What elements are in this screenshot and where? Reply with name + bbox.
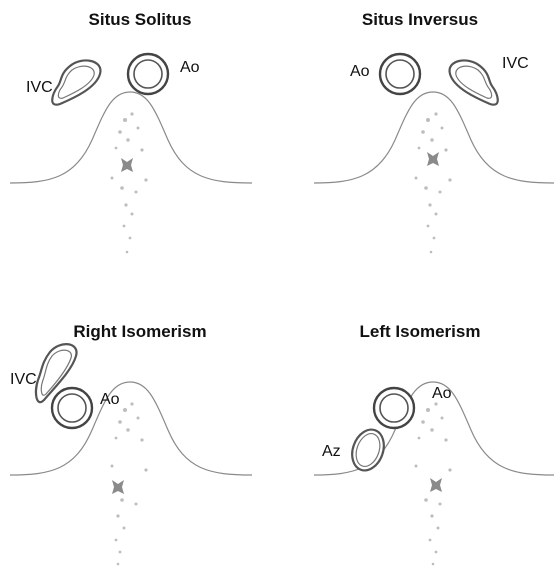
ivc-label: IVC <box>10 372 37 388</box>
ivc-label: IVC <box>26 80 53 96</box>
ao-label: Ao <box>180 60 200 76</box>
azygos-vessel <box>347 425 390 475</box>
spine-pattern <box>415 402 452 565</box>
panel-left-isomerism: Left Isomerism Ao Az <box>280 288 560 576</box>
az-label: Az <box>322 444 341 460</box>
panel-title: Right Isomerism <box>0 322 280 342</box>
ao-label: Ao <box>100 392 120 408</box>
panel-situs-inversus: Situs Inversus Ao IVC <box>280 0 560 288</box>
ivc-vessel <box>450 60 498 104</box>
aorta-vessel <box>52 388 92 428</box>
spine-pattern <box>111 402 148 565</box>
situs-solitus-diagram <box>0 0 280 288</box>
spine-pattern <box>111 112 148 253</box>
panel-situs-solitus: Situs Solitus IVC Ao <box>0 0 280 288</box>
aorta-vessel <box>380 54 420 94</box>
aorta-vessel <box>128 54 168 94</box>
spine-pattern <box>415 112 452 253</box>
situs-inversus-diagram <box>280 0 560 288</box>
panel-title: Situs Solitus <box>0 10 280 30</box>
panel-right-isomerism: Right Isomerism IVC Ao <box>0 288 280 576</box>
panel-title: Situs Inversus <box>280 10 560 30</box>
ao-label: Ao <box>350 64 370 80</box>
ivc-label: IVC <box>502 56 529 72</box>
body-outline <box>314 92 554 183</box>
panel-title: Left Isomerism <box>280 322 560 342</box>
ivc-vessel <box>52 60 100 104</box>
aorta-vessel <box>374 388 414 428</box>
ao-label: Ao <box>432 386 452 402</box>
